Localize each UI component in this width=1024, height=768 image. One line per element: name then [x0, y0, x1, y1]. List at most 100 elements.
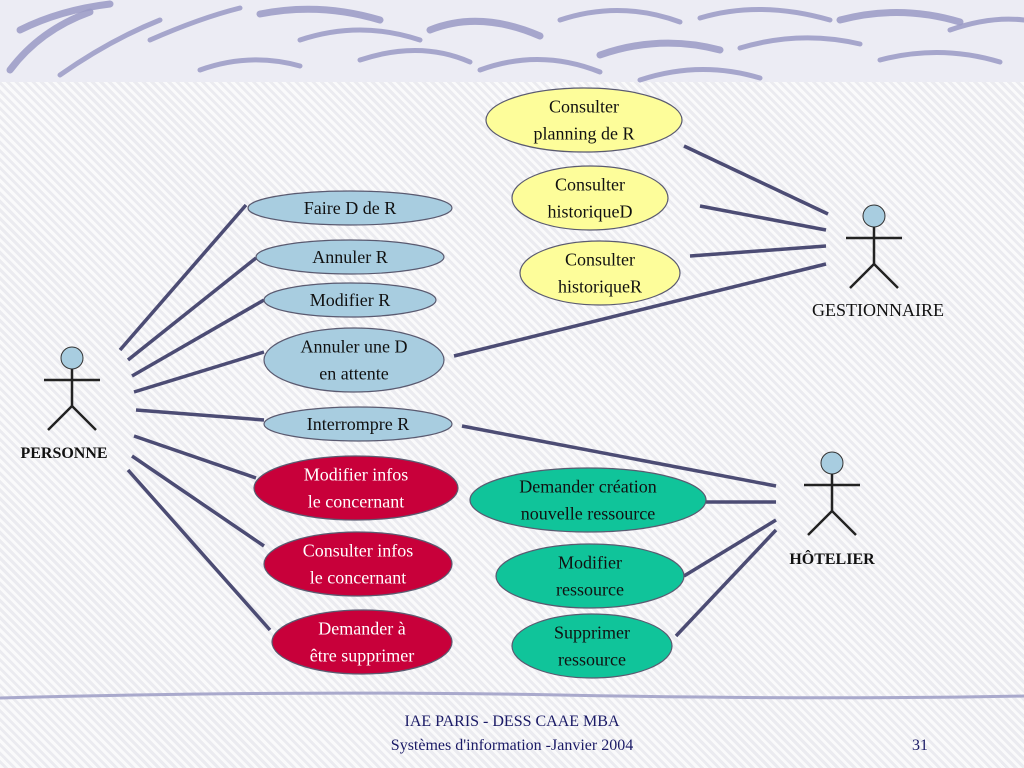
use-case-ellipse	[263, 406, 453, 442]
association-line	[126, 468, 272, 632]
use-case-label: Consulter	[549, 97, 619, 117]
footer-separator	[0, 691, 1024, 700]
actor-head	[862, 204, 886, 228]
use-case-label: ressource	[556, 580, 624, 600]
actor-leg-right	[71, 405, 97, 431]
actor-label: HÔTELIER	[789, 549, 875, 568]
actor-leg-left	[807, 510, 833, 536]
association-line	[135, 408, 265, 422]
use-case-ellipse	[485, 87, 683, 153]
use-case-ellipse	[271, 609, 453, 675]
association-line	[689, 244, 827, 258]
use-case-ellipse	[247, 190, 453, 226]
swoosh-decoration	[697, 7, 833, 23]
swoosh-decoration	[836, 9, 964, 26]
association-line	[131, 454, 265, 548]
use-case-ellipse	[253, 455, 459, 521]
association-line	[683, 144, 829, 216]
actor-label: GESTIONNAIRE	[812, 300, 944, 320]
use-case-label: Interrompre R	[307, 414, 409, 434]
swoosh-decoration	[877, 50, 1003, 65]
use-case-ellipse	[495, 543, 685, 609]
association-line	[118, 203, 248, 352]
actor-gestionnaire: GESTIONNAIRE	[812, 204, 944, 320]
use-case-label: être supprimer	[310, 646, 414, 666]
use-case-label: historiqueD	[548, 202, 633, 222]
actor-hotelier: HÔTELIER	[789, 451, 875, 568]
use-case-label: Consulter	[565, 250, 635, 270]
use-case-label: Supprimer	[554, 623, 630, 643]
use-case-consulter-planning: Consulter planning de R	[485, 87, 683, 153]
association-line	[674, 528, 778, 638]
use-case-ellipse	[263, 282, 437, 318]
use-case-label: Modifier infos	[304, 465, 408, 485]
use-case-modifier-r: Modifier R	[263, 282, 437, 318]
use-case-ellipse	[263, 327, 445, 393]
footer-line-2: Systèmes d'information -Janvier 2004	[390, 737, 634, 754]
use-case-modifier-infos: Modifier infos le concernant	[253, 455, 459, 521]
use-case-ellipse	[263, 531, 453, 597]
header-swooshes	[6, 0, 1024, 83]
actor-leg-right	[831, 510, 857, 536]
swoosh-decoration	[426, 17, 544, 40]
association-line	[683, 518, 777, 578]
swoosh-decoration	[197, 57, 303, 73]
use-case-demander-suppr: Demander à être supprimer	[271, 609, 453, 675]
actor-leg-left	[849, 263, 875, 289]
swoosh-decoration	[16, 0, 114, 34]
swoosh-decoration	[737, 35, 863, 51]
use-case-ellipse	[469, 467, 707, 533]
use-case-modifier-ressource: Modifier ressource	[495, 543, 685, 609]
swoosh-decoration	[557, 8, 683, 25]
use-case-consulter-historique-r: Consulter historiqueR	[519, 240, 681, 306]
actor-personne: PERSONNE	[20, 346, 108, 462]
use-case-ellipse	[255, 239, 445, 275]
association-line	[133, 434, 257, 480]
swoosh-decoration	[297, 27, 423, 43]
use-case-label: Modifier R	[310, 290, 391, 310]
actor-label: PERSONNE	[20, 445, 107, 462]
association-line	[126, 256, 258, 362]
use-case-label: ressource	[558, 650, 626, 670]
use-case-label: Faire D de R	[304, 198, 396, 218]
use-case-label: planning de R	[534, 124, 635, 144]
swoosh-decoration	[637, 67, 763, 83]
use-case-interrompre-r: Interrompre R	[263, 406, 453, 442]
use-case-label: Annuler R	[312, 247, 388, 267]
swoosh-decoration	[256, 5, 384, 24]
use-case-annuler-r: Annuler R	[255, 239, 445, 275]
swoosh-decoration	[357, 47, 473, 65]
association-line	[461, 424, 777, 488]
actor-leg-right	[873, 263, 899, 289]
use-case-ellipse	[511, 165, 669, 231]
footer-line-1: IAE PARIS - DESS CAAE MBA	[404, 713, 620, 730]
swoosh-decoration	[947, 16, 1024, 33]
use-case-label: nouvelle ressource	[521, 504, 655, 524]
use-case-label: le concernant	[308, 492, 404, 512]
use-case-faire-d: Faire D de R	[247, 190, 453, 226]
use-case-demander-creation: Demander création nouvelle ressource	[469, 467, 707, 533]
association-lines	[118, 144, 829, 638]
use-case-label: Demander création	[519, 477, 656, 497]
use-case-label: le concernant	[310, 568, 406, 588]
actor-head	[820, 451, 844, 475]
association-line	[133, 350, 265, 394]
use-case-ellipse	[511, 613, 673, 679]
use-case-label: historiqueR	[558, 277, 642, 297]
use-case-ellipse	[519, 240, 681, 306]
association-line	[131, 298, 265, 378]
use-case-supprimer-ressource: Supprimer ressource	[511, 613, 673, 679]
actor-head	[60, 346, 84, 370]
swoosh-decoration	[596, 39, 724, 59]
use-case-label: Demander à	[318, 619, 405, 639]
actor-leg-left	[47, 405, 73, 431]
use-case-label: Modifier	[558, 553, 622, 573]
use-case-label: Consulter infos	[303, 541, 414, 561]
swoosh-decoration	[6, 8, 94, 74]
swoosh-decoration	[477, 57, 603, 75]
association-line	[699, 204, 827, 232]
